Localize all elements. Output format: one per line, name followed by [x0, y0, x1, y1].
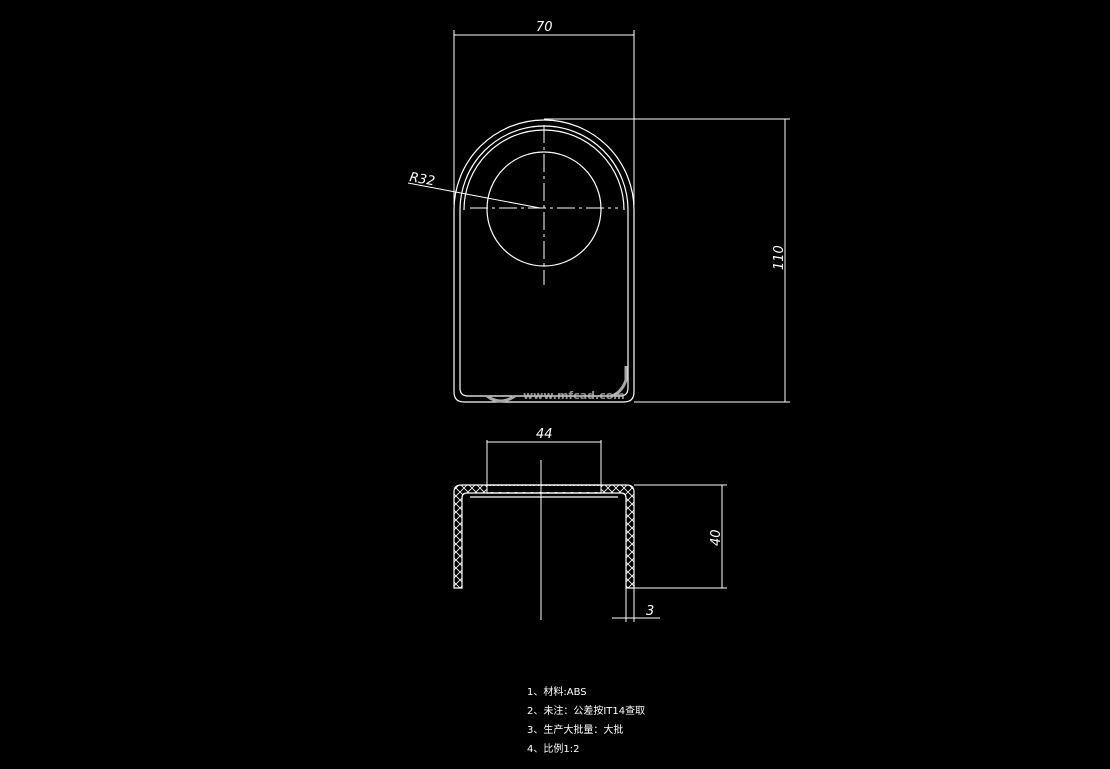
opening-mask: [487, 486, 601, 492]
dim-text-44: 44: [536, 427, 553, 442]
note-1: 1、材料:ABS: [527, 687, 587, 698]
leader-r32: [407, 182, 541, 209]
dim-text-110: 110: [772, 245, 787, 270]
note-3: 3、生产大批量：大批: [527, 725, 624, 736]
dim-text-40: 40: [709, 529, 724, 546]
technical-notes: 1、材料:ABS 2、未注：公差按IT14查取 3、生产大批量：大批 4、比例1…: [527, 683, 645, 759]
watermark-logo: [486, 394, 516, 403]
section-hatch: [453, 484, 635, 589]
dim-text-3: 3: [646, 604, 654, 619]
top-view: 70 110 R32 www.mfcad.com: [407, 20, 790, 403]
dim-text-70: 70: [536, 20, 553, 35]
dim-text-r32: R32: [408, 170, 436, 189]
outer-contour: [453, 119, 635, 403]
section-view: 44 40 3: [453, 427, 727, 622]
inner-contour: [459, 125, 629, 397]
note-2: 2、未注：公差按IT14查取: [527, 706, 646, 717]
watermark-text: www.mfcad.com: [523, 389, 625, 402]
watermark-logo: [611, 366, 628, 398]
note-4: 4、比例1:2: [527, 744, 580, 755]
